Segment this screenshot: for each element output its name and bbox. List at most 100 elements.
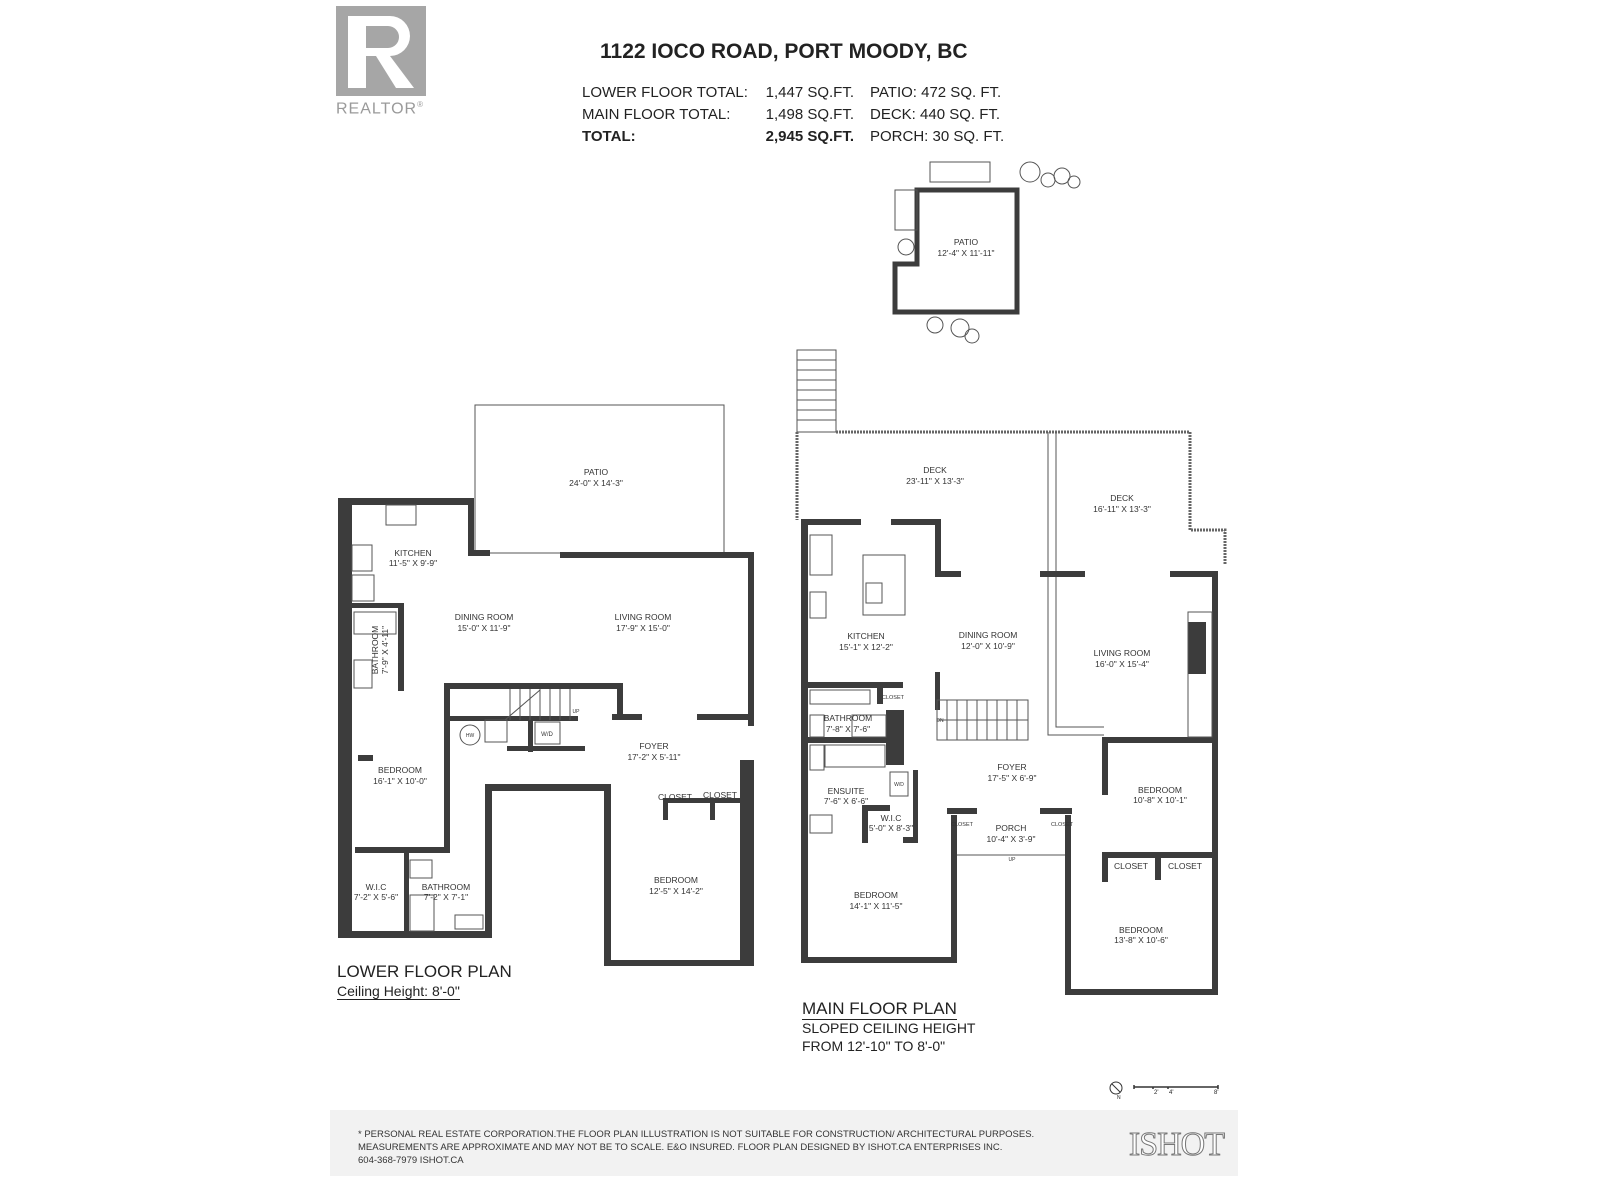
room-name: LIVING ROOM (1094, 648, 1151, 658)
stat-extra: PATIO: 472 SQ. FT. (870, 84, 1002, 101)
lower-floor-title: LOWER FLOOR PLAN (337, 962, 512, 981)
north-label: N (1117, 1095, 1121, 1101)
area-stats: LOWER FLOOR TOTAL:1,447 SQ.FT.PATIO: 472… (582, 82, 1004, 148)
lower-fixtures (351, 504, 571, 932)
room-name: LIVING ROOM (615, 612, 672, 622)
room-dim: 14'-1" X 11'-5" (849, 901, 902, 911)
room-dim: 7'-2" X 7'-1" (424, 892, 468, 902)
room-name: BEDROOM (654, 875, 698, 885)
porch-up-label: UP (1009, 857, 1017, 863)
stat-value: 1,498 SQ.FT. (765, 106, 854, 123)
room-name: DECK (1110, 493, 1134, 503)
disclaimer-line: * PERSONAL REAL ESTATE CORPORATION.THE F… (358, 1129, 1035, 1140)
room-name: KITCHEN (394, 548, 431, 558)
room-dim: 11'-5" X 9'-9" (389, 558, 437, 568)
room-name: W.I.C (881, 813, 902, 823)
room-dim: 12'-4" X 11'-11" (937, 248, 994, 258)
closet-label: CLOSET (882, 695, 905, 701)
room-dim: 15'-0" X 11'-9" (457, 623, 510, 633)
room-name: DINING ROOM (455, 612, 514, 622)
main-walls (801, 519, 1218, 995)
room-name: BEDROOM (854, 890, 898, 900)
stat-label: LOWER FLOOR TOTAL: (582, 84, 748, 101)
washer-dryer-label: W/D (894, 782, 904, 788)
stair-up-label: UP (573, 709, 581, 715)
room-dim: 17'-2" X 5'-11" (627, 752, 680, 762)
logo-registered-mark: ® (417, 100, 424, 109)
room-dim: 10'-4" X 3'-9" (987, 834, 1036, 844)
room-name: BEDROOM (378, 765, 422, 775)
main-floor-subtitle-1: SLOPED CEILING HEIGHT (802, 1020, 976, 1036)
main-floor-subtitle-2: FROM 12'-10" TO 8'-0" (802, 1038, 946, 1054)
realtor-r-mark (336, 6, 426, 96)
main-floor-title: MAIN FLOOR PLAN (802, 999, 957, 1020)
room-dim: 17'-5" X 6'-9" (988, 773, 1037, 783)
room-name: W.I.C (366, 882, 387, 892)
main-stairs-exterior (796, 349, 837, 433)
room-name: DINING ROOM (959, 630, 1018, 640)
scale-tick: 4' (1169, 1090, 1174, 1096)
property-address: 1122 IOCO ROAD, PORT MOODY, BC (600, 40, 968, 63)
room-dim: 12'-0" X 10'-9" (961, 641, 1015, 651)
stat-label: MAIN FLOOR TOTAL: (582, 106, 731, 123)
room-dim: 7'-8" X 7'-6" (826, 724, 870, 734)
room-dim: 17'-9" X 15'-0" (616, 623, 670, 633)
deck-railing (795, 430, 1227, 565)
room-name: FOYER (997, 762, 1026, 772)
contact-line: 604-368-7979 ISHOT.CA (358, 1155, 464, 1166)
stats-row-total: TOTAL: 2,945 SQ.FT. PORCH: 30 SQ. FT. (582, 126, 1004, 148)
room-dim: 7'-2" X 5'-6" (354, 892, 398, 902)
room-dim: 7'-9" X 4'-11" (380, 626, 390, 674)
room-name: KITCHEN (847, 631, 884, 641)
lower-room-labels: PATIO 24'-0" X 14'-3" KITCHEN 11'-5" X 9… (354, 467, 737, 902)
stat-extra: PORCH: 30 SQ. FT. (870, 128, 1005, 145)
room-name: FOYER (639, 741, 668, 751)
room-dim: 10'-8" X 10'-1" (1133, 795, 1187, 805)
disclaimer-line: MEASUREMENTS ARE APPROXIMATE AND MAY NOT… (358, 1142, 1003, 1153)
room-dim: 5'-0" X 8'-3" (869, 823, 913, 833)
scale-bar: N 2' 4' 8' (1108, 1080, 1228, 1111)
stat-label: TOTAL: (582, 128, 636, 145)
ishot-logo: ISHOT (1128, 1126, 1225, 1164)
closet-label: CLOSET (703, 790, 737, 800)
lower-floor-plan: PATIO 24'-0" X 14'-3" KITCHEN 11'-5" X 9… (338, 404, 754, 966)
washer-dryer-label: W/D (541, 732, 553, 738)
main-room-labels: DECK 23'-11" X 13'-3" DECK 16'-11" X 13'… (824, 465, 1202, 945)
realtor-r-icon (348, 16, 414, 88)
stair-down-label: DN (936, 718, 944, 724)
lower-walls (338, 498, 754, 966)
stats-row-lower: LOWER FLOOR TOTAL:1,447 SQ.FT.PATIO: 472… (582, 82, 1004, 104)
closet-label: CLOSET (1114, 861, 1148, 871)
room-name: PATIO (584, 467, 609, 477)
main-fixtures (809, 534, 1213, 856)
main-floor-plan: DECK 23'-11" X 13'-3" DECK 16'-11" X 13'… (795, 349, 1227, 995)
closet-label: CLOSET (658, 792, 692, 802)
disclaimer-text: * PERSONAL REAL ESTATE CORPORATION.THE F… (358, 1128, 1034, 1167)
water-heater-label: HW (466, 733, 475, 739)
room-name: BATHROOM (422, 882, 470, 892)
room-dim: 16'-1" X 10'-0" (373, 776, 427, 786)
lower-floor-subtitle: Ceiling Height: 8'-0" (337, 983, 460, 1000)
stat-extra: DECK: 440 SQ. FT. (870, 106, 1001, 123)
upper-patio: PATIO 12'-4" X 11'-11" (892, 161, 1081, 344)
room-dim: 16'-11" X 13'-3" (1093, 504, 1151, 514)
room-dim: 15'-1" X 12'-2" (839, 642, 893, 652)
shrub-icons (926, 161, 1081, 344)
room-name: PATIO (954, 237, 979, 247)
living-room-partition (1047, 432, 1104, 736)
room-name: DECK (923, 465, 947, 475)
room-name: ENSUITE (828, 786, 865, 796)
room-name: BATHROOM (824, 713, 872, 723)
closet-label: CLOSET (951, 822, 974, 828)
room-name: PORCH (996, 823, 1027, 833)
room-name: BATHROOM (370, 626, 380, 674)
realtor-logo: REALTOR® (336, 6, 428, 118)
realtor-wordmark: REALTOR® (336, 100, 428, 118)
footer-disclaimer: * PERSONAL REAL ESTATE CORPORATION.THE F… (330, 1110, 1238, 1176)
room-name: BEDROOM (1119, 925, 1163, 935)
stat-value: 2,945 SQ.FT. (765, 128, 854, 145)
room-dim: 16'-0" X 15'-4" (1095, 659, 1149, 669)
room-dim: 7'-6" X 6'-6" (824, 796, 868, 806)
closet-label: CLOSET (1051, 822, 1074, 828)
